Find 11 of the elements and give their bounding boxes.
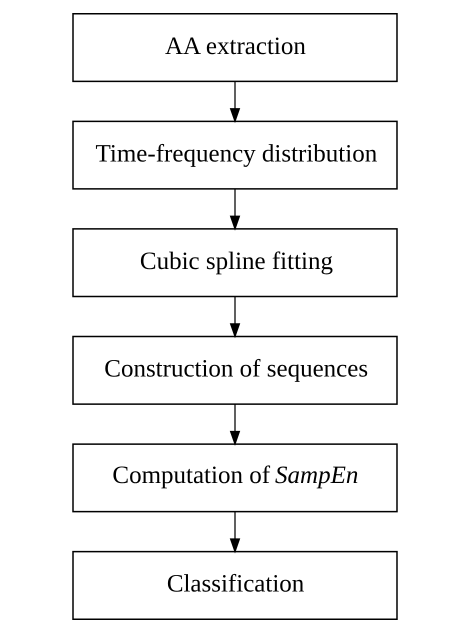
node-box: Classification: [72, 550, 398, 620]
arrow: [229, 404, 240, 446]
node-box: Construction of sequences: [72, 336, 398, 405]
arrow: [229, 189, 240, 231]
arrow: [229, 512, 240, 554]
arrow: [229, 81, 240, 124]
node-box: Cubic spline fitting: [72, 228, 398, 298]
node-box: AA extraction: [72, 13, 398, 82]
arrow: [229, 296, 240, 338]
node-box: Time-frequency distribution: [72, 120, 398, 190]
node-box: Computation of SampEn: [72, 443, 398, 512]
